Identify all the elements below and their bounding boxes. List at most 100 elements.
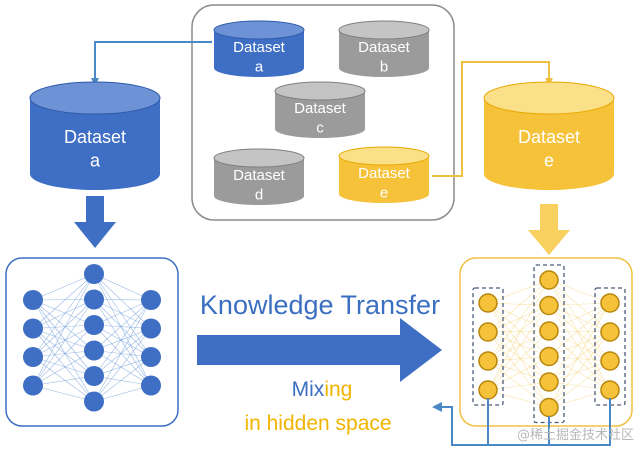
source-neurons	[23, 264, 161, 412]
pool-dataset-c-top	[274, 81, 366, 101]
source-connection	[32, 328, 95, 351]
pool-dataset-e-body	[339, 156, 429, 203]
source-connection	[93, 299, 152, 377]
target-connection	[487, 279, 550, 391]
source-connection	[93, 356, 152, 377]
source-dataset-label-line2: a	[90, 150, 101, 170]
target-connection	[548, 356, 611, 391]
target-connection	[487, 330, 550, 362]
target-connection	[487, 279, 550, 333]
pool-dataset-b-top	[338, 20, 430, 40]
source-dataset-label-line1: Dataset	[64, 127, 126, 147]
source-connection	[93, 273, 152, 386]
target-connection	[548, 305, 611, 391]
target-connection	[548, 302, 611, 306]
source-connection	[93, 328, 152, 351]
source-connection	[32, 273, 95, 358]
target-connection	[548, 360, 611, 383]
source-dataset-top	[29, 81, 161, 115]
target-dataset-top	[483, 81, 615, 115]
source-connection	[93, 299, 152, 329]
mixing-part-blue: Mix	[292, 378, 325, 401]
target-dataset-label-line1: Dataset	[518, 127, 580, 147]
connector-pool-to-source	[91, 41, 212, 86]
pool-dataset-e-top	[338, 146, 430, 166]
target-neuron	[539, 397, 559, 418]
pool-dataset-e-label-line2: e	[380, 185, 388, 202]
target-connection	[487, 302, 550, 357]
pool-dataset-e-label-line1: Dataset	[358, 165, 411, 182]
target-connection	[548, 331, 611, 357]
target-connection	[487, 331, 550, 383]
source-neuron	[141, 318, 161, 339]
target-connection	[487, 302, 550, 408]
target-connection	[548, 302, 611, 357]
source-connection	[93, 324, 152, 358]
source-connection	[32, 350, 95, 358]
pool-dataset-a-top	[213, 20, 305, 40]
target-neuron	[539, 372, 559, 392]
mixing-feedback-lines	[440, 398, 611, 446]
source-neuron	[23, 290, 43, 310]
source-connection	[32, 324, 95, 329]
pool-dataset-d-body	[214, 158, 304, 205]
target-connection	[548, 302, 611, 408]
source-connection	[32, 356, 95, 377]
target-connection	[487, 330, 550, 391]
source-connection	[32, 299, 95, 377]
mixing-arrow-head	[432, 402, 442, 412]
source-connection	[32, 299, 95, 351]
source-connection	[93, 299, 152, 358]
target-connection	[487, 331, 550, 357]
source-connection	[32, 385, 95, 402]
target-neuron	[600, 380, 620, 400]
source-connection	[32, 356, 95, 402]
pool-dataset-d-label-line1: Dataset	[233, 167, 286, 184]
target-neuron	[600, 293, 620, 313]
source-connections	[32, 273, 152, 402]
source-connection	[32, 299, 95, 386]
pool-dataset-c-body	[275, 91, 365, 138]
source-connection	[93, 299, 152, 402]
source-connection	[32, 273, 95, 329]
source-connection	[32, 324, 95, 386]
target-dataset: Dataset e	[483, 81, 615, 190]
target-connection	[548, 356, 611, 362]
target-connection	[548, 331, 611, 408]
target-connection	[487, 356, 550, 362]
source-neuron	[84, 289, 104, 310]
target-neuron	[478, 380, 498, 400]
source-neuron	[84, 366, 104, 386]
target-connection	[487, 381, 550, 391]
target-connection	[548, 330, 611, 333]
target-connection	[487, 279, 550, 304]
target-connection	[548, 302, 611, 332]
target-connection	[548, 330, 611, 391]
source-connection	[93, 299, 152, 386]
source-connection	[93, 299, 152, 326]
source-connection	[93, 324, 152, 386]
target-connection	[548, 389, 611, 408]
target-neuron	[539, 321, 559, 341]
source-network	[23, 264, 161, 412]
source-connection	[32, 273, 95, 386]
target-connection	[487, 305, 550, 333]
target-connection	[548, 381, 611, 391]
target-connection	[487, 302, 550, 306]
target-connection	[548, 305, 611, 362]
target-connection	[487, 279, 550, 362]
source-neuron	[84, 340, 104, 361]
source-connection	[93, 350, 152, 386]
target-connection	[548, 279, 611, 304]
pool-dataset-b-label-line1: Dataset	[358, 39, 411, 56]
pool-dataset-d-label-line2: d	[255, 187, 263, 204]
source-neuron	[141, 290, 161, 310]
source-connection	[32, 299, 95, 402]
target-connection	[487, 305, 550, 391]
target-dataset-label-line2: e	[544, 150, 554, 170]
source-connection	[32, 299, 95, 326]
target-connection	[548, 302, 611, 383]
target-connection	[487, 360, 550, 408]
source-connection	[32, 328, 95, 402]
